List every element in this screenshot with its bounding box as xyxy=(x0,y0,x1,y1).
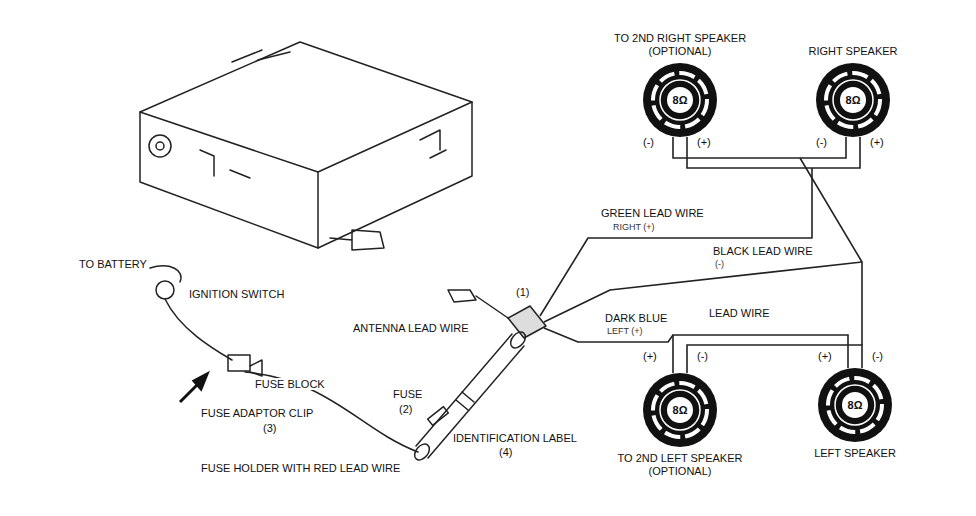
polarity-mark: (+) xyxy=(817,350,833,362)
impedance-value: 8Ω xyxy=(640,370,720,450)
polarity-mark: (+) xyxy=(869,136,885,148)
impedance-value: 8Ω xyxy=(640,60,720,140)
speaker-wire xyxy=(673,335,848,373)
part-label: FUSE HOLDER WITH RED LEAD WIRE xyxy=(200,462,401,474)
speaker-wire xyxy=(687,345,862,373)
speaker-wire xyxy=(687,137,860,168)
callout-number: (1) xyxy=(515,286,530,298)
polarity-mark: (-) xyxy=(642,136,655,148)
speaker-cone: 8Ω xyxy=(640,370,720,450)
part-label: FUSE xyxy=(392,388,423,400)
wire-note: (-) xyxy=(714,259,725,269)
speaker: TO 2ND RIGHT SPEAKER (OPTIONAL)8Ω xyxy=(600,32,760,142)
polarity-mark: (-) xyxy=(871,350,884,362)
part-label: ANTENNA LEAD WIRE xyxy=(352,322,470,334)
part-label: FUSE ADAPTOR CLIP xyxy=(200,407,314,419)
speaker: RIGHT SPEAKER 8Ω xyxy=(773,45,933,142)
wire-note: LEFT (+) xyxy=(606,326,644,336)
speaker-title: LEFT SPEAKER xyxy=(780,447,930,460)
wire-label: BLACK LEAD WIRE xyxy=(712,245,814,257)
speaker-title: TO 2ND LEFT SPEAKER (OPTIONAL) xyxy=(605,452,755,478)
part-label: IDENTIFICATION LABEL xyxy=(452,432,578,444)
wire-note: RIGHT (+) xyxy=(612,222,656,232)
speaker-cone: 8Ω xyxy=(813,60,893,140)
callout-number: (3) xyxy=(262,422,277,434)
speaker-title: TO 2ND RIGHT SPEAKER (OPTIONAL) xyxy=(605,32,755,58)
wire-label: DARK BLUE xyxy=(604,312,668,324)
polarity-mark: (+) xyxy=(696,136,712,148)
wire-label: LEAD WIRE xyxy=(708,307,771,319)
part-label: IGNITION SWITCH xyxy=(188,288,285,300)
part-label: FUSE BLOCK xyxy=(254,378,326,390)
speaker: 8ΩTO 2ND LEFT SPEAKER (OPTIONAL) xyxy=(600,368,760,478)
speaker: 8Ω LEFT SPEAKER xyxy=(775,363,935,460)
polarity-mark: (+) xyxy=(642,350,658,362)
callout-number: (4) xyxy=(498,446,513,458)
speaker-title: RIGHT SPEAKER xyxy=(778,45,928,58)
impedance-value: 8Ω xyxy=(815,365,895,445)
speaker-wire xyxy=(673,137,846,158)
speaker-cone: 8Ω xyxy=(640,60,720,140)
callout-number: (2) xyxy=(398,403,413,415)
wire-label: GREEN LEAD WIRE xyxy=(600,207,705,219)
polarity-mark: (-) xyxy=(815,136,828,148)
part-label: TO BATTERY xyxy=(78,258,148,270)
speaker-cone: 8Ω xyxy=(815,365,895,445)
polarity-mark: (-) xyxy=(696,350,709,362)
impedance-value: 8Ω xyxy=(813,60,893,140)
